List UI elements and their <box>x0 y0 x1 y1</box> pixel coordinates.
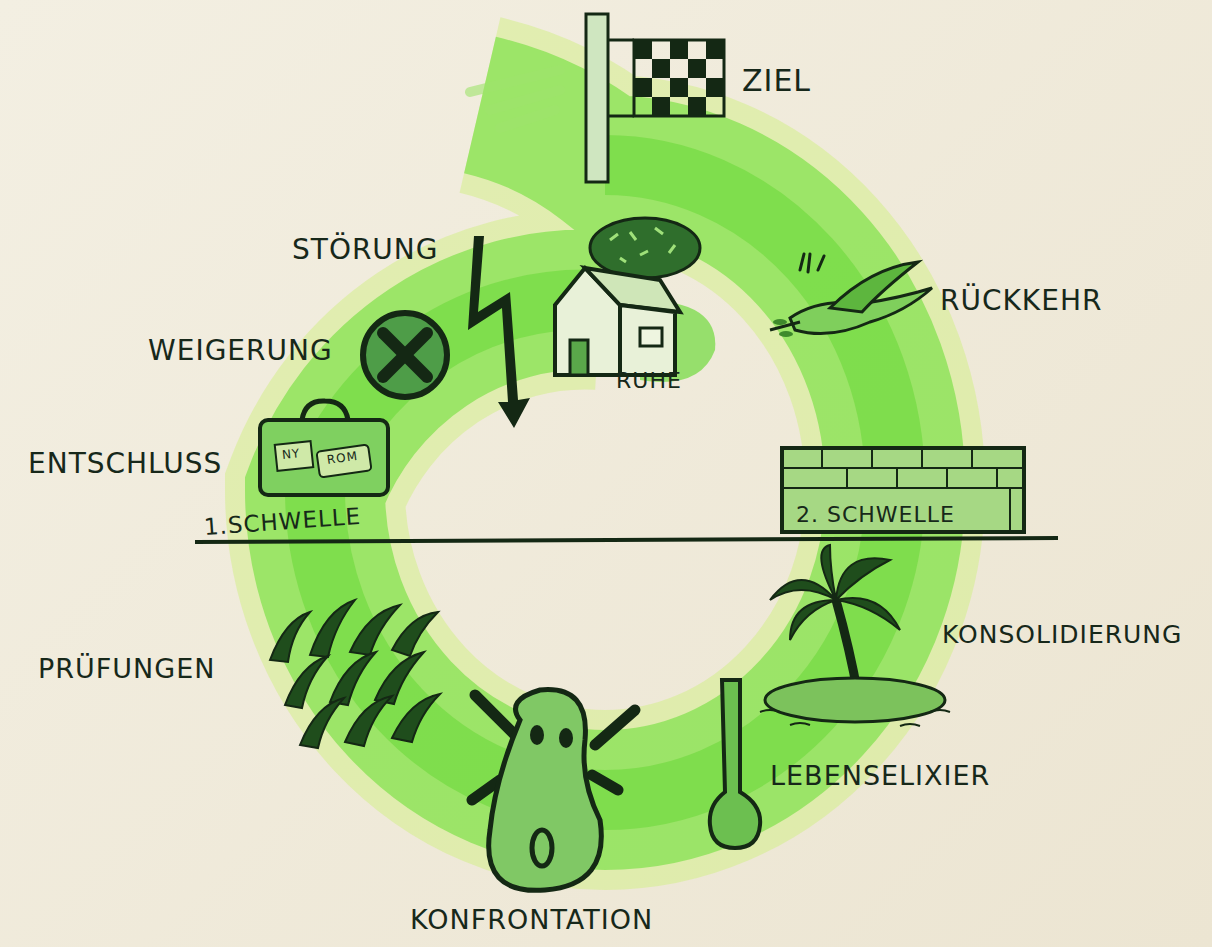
monster-mouth <box>532 830 552 866</box>
palm-leaves <box>770 545 900 640</box>
flag-pole <box>586 14 608 182</box>
stage-label: NY <box>281 447 300 461</box>
threshold-line <box>195 538 1058 542</box>
refusal-cross <box>383 333 427 377</box>
suitcase-icon <box>260 401 388 495</box>
grass-blade <box>285 656 328 708</box>
grass-blade <box>310 600 355 657</box>
stage-label: 2. SCHWELLE <box>796 504 955 526</box>
island-mound <box>765 678 945 722</box>
stage-label: PRÜFUNGEN <box>38 655 215 682</box>
trial-grass <box>270 600 440 748</box>
lightning-arrow <box>468 236 530 428</box>
stage-label: ZIEL <box>742 66 811 96</box>
stage-label: STÖRUNG <box>292 236 439 264</box>
grass-blade <box>300 698 344 748</box>
finish-flag <box>586 14 724 182</box>
monster-eye <box>559 728 573 748</box>
flag-tie <box>608 115 634 118</box>
grass-blade <box>392 612 438 656</box>
elixir-flask <box>710 680 760 848</box>
grass-blade <box>392 694 440 742</box>
suitcase-body <box>260 420 388 495</box>
grass-blade <box>375 652 424 704</box>
grass-blade <box>330 652 376 705</box>
house-side <box>620 305 675 375</box>
house-door <box>570 340 588 375</box>
stage-label: KONFRONTATION <box>410 906 653 933</box>
refusal-cross <box>383 333 427 377</box>
stage-label: WEIGERUNG <box>148 337 333 365</box>
olive-leaf <box>773 319 787 325</box>
tree-texture <box>610 228 675 262</box>
stage-label: LEBENSELIXIER <box>770 762 990 789</box>
tree-crown <box>590 218 700 278</box>
wall-body <box>782 448 1024 532</box>
flag-cloth <box>634 40 724 116</box>
refusal-circle <box>363 313 447 397</box>
wall-bricks <box>782 448 1024 532</box>
monster-eye <box>530 725 544 745</box>
olive-leaf <box>779 331 793 337</box>
refusal-symbol <box>363 313 447 397</box>
dove-sparks <box>800 254 824 272</box>
suitcase-sticker <box>316 445 371 478</box>
grass-blade <box>345 696 392 746</box>
dove-wing <box>830 262 918 312</box>
wall-icon <box>782 448 1024 532</box>
monster-icon <box>472 690 635 891</box>
island-water <box>760 710 950 726</box>
stage-label: RÜCKKEHR <box>940 287 1102 315</box>
island-icon <box>760 545 950 726</box>
grass-blade <box>270 612 310 662</box>
ring-brush-end <box>470 70 560 128</box>
dove-icon <box>770 254 932 337</box>
stage-label: KONSOLIDIERUNG <box>942 622 1182 647</box>
flask-body <box>710 680 760 848</box>
flag-tie <box>608 39 634 42</box>
suitcase-sticker <box>275 441 314 471</box>
stage-label: ENTSCHLUSS <box>28 450 222 478</box>
suitcase-handle <box>302 401 348 420</box>
monster-body <box>489 690 602 891</box>
house-window <box>640 328 662 346</box>
stage-label: RUHE <box>616 370 682 392</box>
house-icon <box>555 218 715 382</box>
